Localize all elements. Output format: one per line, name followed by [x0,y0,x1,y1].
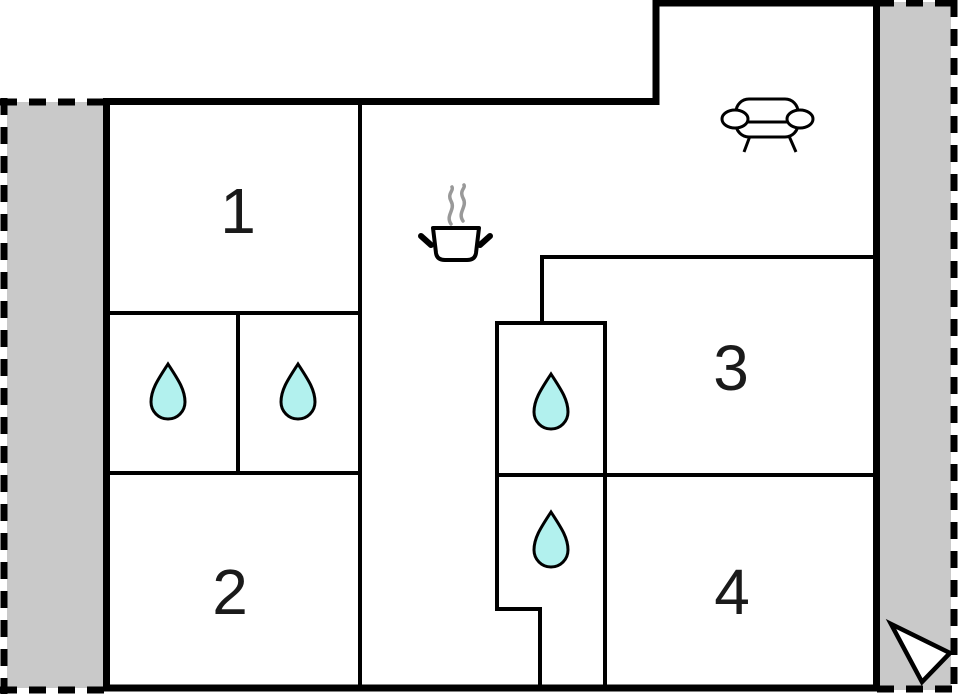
steam-line [447,185,455,226]
room-3-number: 3 [713,332,749,404]
interior-walls [105,100,877,688]
room-2-number: 2 [212,556,248,628]
right-terrace-fill [877,2,951,690]
entrance-arrow-icon [885,618,954,686]
steam-line [459,183,467,223]
cooking-pot-icon [418,183,493,262]
left-terrace [0,98,106,694]
building-outline [103,0,880,692]
right-terrace [877,0,958,694]
left-terrace-fill [7,102,106,688]
room-4-number: 4 [714,556,750,628]
room-1-number: 1 [220,175,256,247]
sofa-icon [720,97,815,153]
